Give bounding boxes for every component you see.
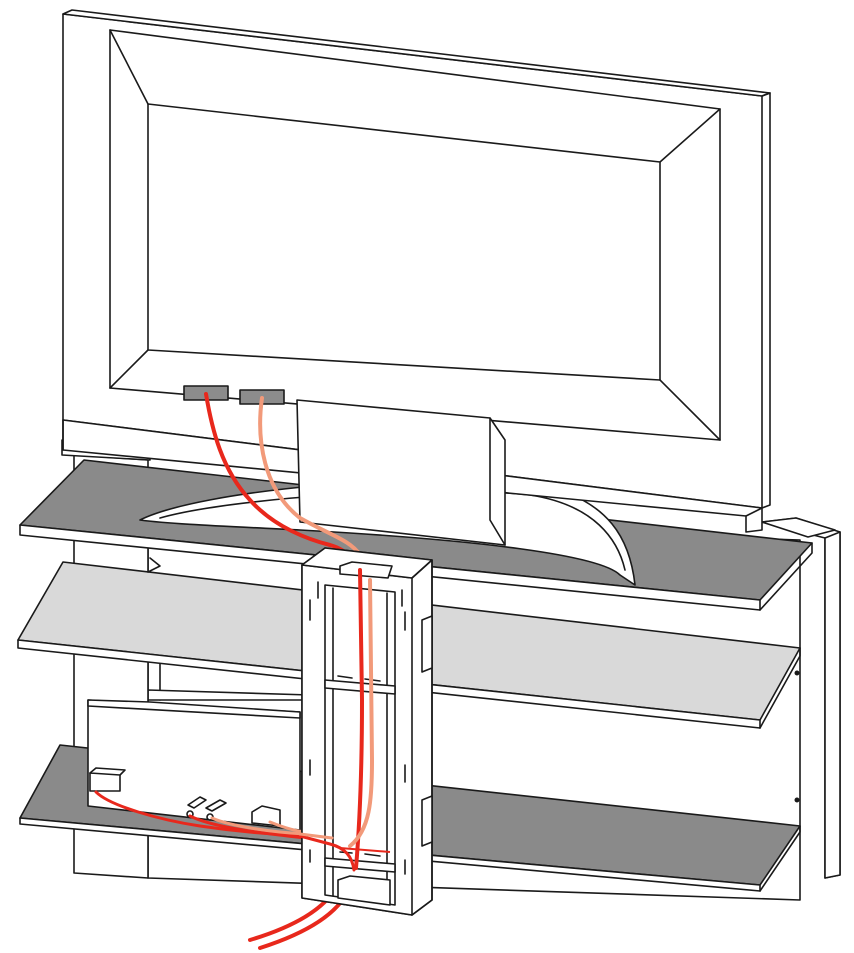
box-connector (89, 772, 121, 792)
column-cables (298, 568, 391, 872)
cable-red-rca-1 (188, 814, 307, 840)
rca-plugs (186, 796, 227, 821)
cable-red-rca-2 (210, 816, 307, 836)
av-receiver-box (87, 699, 301, 831)
mounting-hole (794, 797, 800, 803)
tv-monitor (62, 9, 771, 546)
side-post (761, 517, 841, 879)
tv-rear-module (296, 399, 506, 546)
mounting-hole (794, 670, 800, 676)
cable-column (301, 547, 433, 916)
